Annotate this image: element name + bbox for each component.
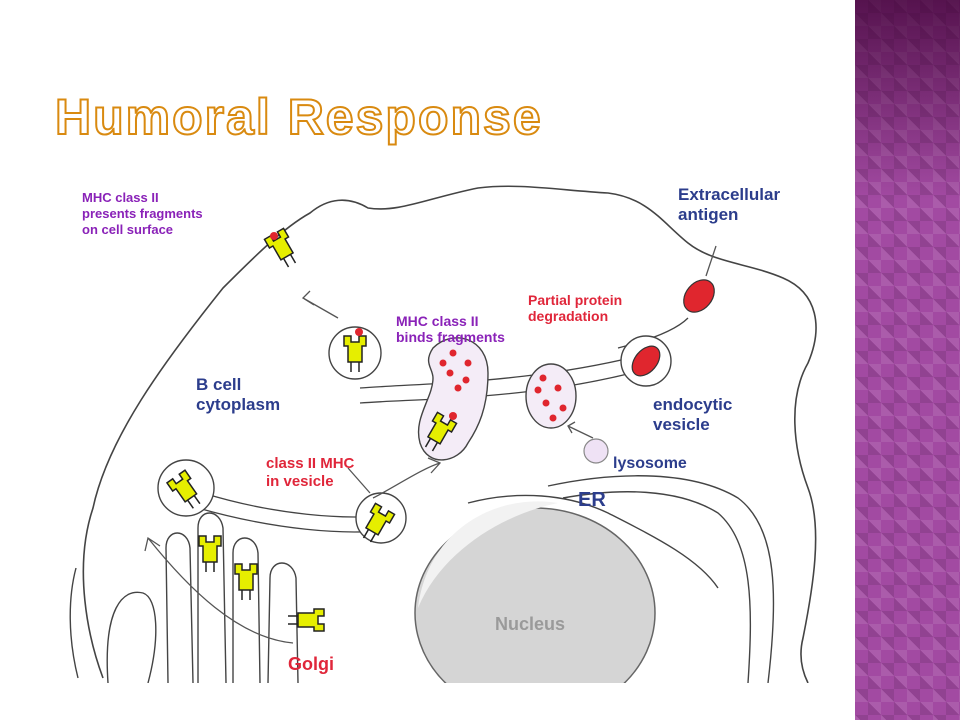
transport-arrows [144,245,717,644]
label-endocytic-vesicle: endocytic vesicle [653,395,737,434]
label-extracellular-antigen: Extracellular antigen [678,185,785,224]
b-cell-membrane [82,185,817,683]
pointer-antigen [705,245,717,277]
label-class2-vesicle: class II MHC in vesicle [266,455,359,490]
nucleus-highlight [418,501,558,608]
mhc-molecule-upper-vesicle [343,328,367,373]
extracellular-antigen [683,279,715,313]
label-golgi: Golgi [288,654,334,674]
degradation-vesicle [525,363,577,429]
label-mhc-presents: MHC class II presents fragments on cell … [82,190,206,237]
pointer-class2 [347,467,371,494]
arrow-golgi-to-vesicle [144,536,294,644]
label-partial-degradation: Partial protein degradation [528,292,626,324]
peptide-fragments-fusion [439,349,472,392]
endocytosed-antigen [631,345,661,377]
label-nucleus: Nucleus [495,614,565,634]
mhc-molecule-surface [263,227,303,272]
mhc-molecule-fusion [418,411,458,456]
peptide-fragments-degradation [534,374,567,422]
er-membrane [467,475,775,683]
b-cell-antigen-processing-diagram: MHC class II presents fragments on cell … [48,168,848,683]
label-er: ER [578,489,606,511]
arrow-to-fusion [372,457,442,499]
label-b-cell-cytoplasm: B cell cytoplasm [196,375,280,414]
side-strip-shadow [855,0,960,200]
label-lysosome: lysosome [613,455,687,472]
lysosome [583,438,609,464]
slide-title: Humoral Response [54,89,543,145]
label-mhc-binds: MHC class II binds fragments [396,313,505,345]
arrow-lysosome [567,421,594,439]
inner-membrane-contour [69,567,79,679]
arrow-to-surface [301,290,339,319]
decorative-side-strip [855,0,960,720]
golgi-apparatus [106,512,299,683]
